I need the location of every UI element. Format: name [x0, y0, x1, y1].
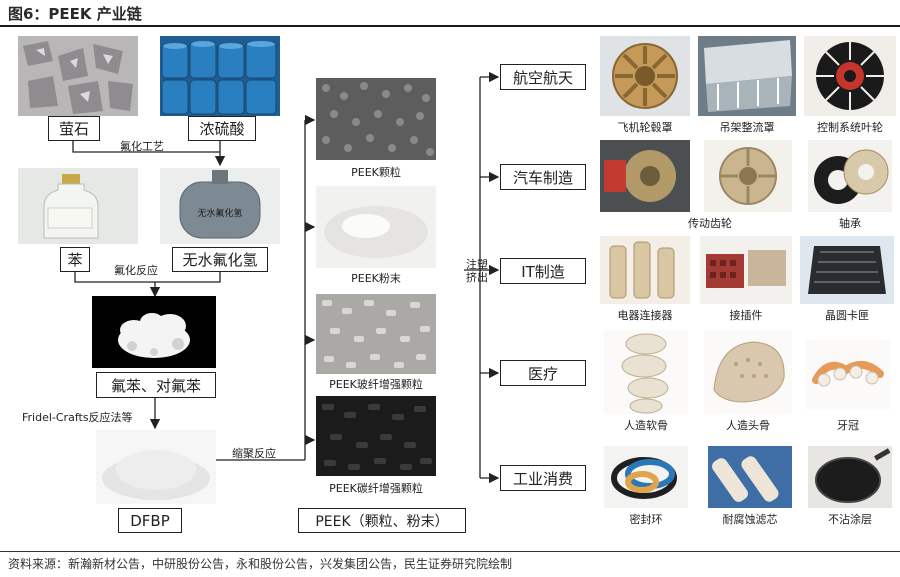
seal-rings-photo: [604, 446, 688, 508]
artificial-skull-photo: [704, 330, 792, 414]
sector-industrial: 工业消费: [500, 465, 586, 491]
drive-gear-photo: [704, 140, 792, 212]
cylinder-label: 无水氟化氢: [197, 207, 242, 219]
dfbp-powder-photo: [96, 430, 216, 504]
app-automotive-item-1: 传动齿轮: [660, 215, 760, 231]
footer-divider: [0, 551, 900, 552]
molding-extrusion-label: 注塑 挤出: [466, 258, 488, 284]
pylon-fairing-photo: [698, 36, 796, 116]
fluorination-process-label: 氟化工艺: [120, 138, 164, 154]
app-industrial-item-1: 密封环: [604, 511, 688, 527]
app-it-item-3: 晶圆卡匣: [800, 307, 894, 323]
app-aerospace-item-1: 飞机轮毂罩: [600, 119, 690, 135]
plug-connector-photo: [700, 236, 792, 304]
peek-granules-caption: PEEK颗粒: [316, 164, 436, 180]
sector-medical: 医疗: [500, 360, 586, 386]
transmission-photo: [600, 140, 690, 212]
app-industrial-item-3: 不沾涂层: [808, 511, 892, 527]
app-medical-item-3: 牙冠: [806, 417, 890, 433]
sector-automotive: 汽车制造: [500, 164, 586, 190]
app-automotive-item-3: 轴承: [808, 215, 892, 231]
peek-powder-caption: PEEK粉末: [316, 270, 436, 286]
sector-aerospace: 航空航天: [500, 64, 586, 90]
peek-granules-photo: [316, 78, 436, 160]
polycondensation-label: 缩聚反应: [232, 445, 276, 461]
artificial-cartilage-photo: [604, 330, 688, 414]
sulfuric-acid-box: 浓硫酸: [188, 116, 256, 141]
app-it-item-1: 电器连接器: [600, 307, 690, 323]
peek-carbon-fiber-photo: [316, 396, 436, 476]
electrical-connector-photo: [600, 236, 690, 304]
hf-cylinder-photo: 无水氟化氢: [160, 168, 280, 244]
app-aerospace-item-3: 控制系统叶轮: [804, 119, 896, 135]
dfbp-box: DFBP: [118, 508, 182, 533]
friedel-crafts-label: Fridel-Crafts反应法等: [22, 409, 133, 425]
app-medical-item-1: 人造软骨: [604, 417, 688, 433]
app-medical-item-2: 人造头骨: [704, 417, 792, 433]
sulfuric-acid-drums-photo: [160, 36, 280, 116]
peek-powder-photo: [316, 186, 436, 268]
app-it-item-2: 接插件: [700, 307, 792, 323]
dental-crown-photo: [806, 340, 890, 410]
wafer-cassette-photo: [800, 236, 894, 304]
peek-carbon-fiber-caption: PEEK碳纤增强颗粒: [316, 480, 436, 496]
fluorite-box: 萤石: [48, 116, 100, 141]
fluorobenzene-box: 氟苯、对氟苯: [96, 372, 216, 398]
hf-box: 无水氟化氢: [172, 247, 268, 272]
sector-it: IT制造: [500, 258, 586, 284]
fluorination-reaction-label: 氟化反应: [114, 262, 158, 278]
nonstick-pan-photo: [808, 446, 892, 508]
benzene-box: 苯: [60, 247, 90, 272]
filter-element-photo: [708, 446, 792, 508]
peek-glass-fiber-photo: [316, 294, 436, 374]
app-industrial-item-2: 耐腐蚀滤芯: [708, 511, 792, 527]
app-aerospace-item-2: 吊架整流罩: [698, 119, 796, 135]
benzene-bottle-photo: [18, 168, 138, 244]
aircraft-hub-cap-photo: [600, 36, 690, 116]
fluorobenzene-photo: [92, 296, 216, 368]
bearing-photo: [808, 140, 892, 212]
peek-glass-fiber-caption: PEEK玻纤增强颗粒: [316, 376, 436, 392]
source-note: 资料来源：新瀚新材公告，中研股份公告，永和股份公告，兴发集团公告，民生证券研究院…: [8, 555, 512, 572]
fluorite-photo: [18, 36, 138, 116]
peek-forms-box: PEEK（颗粒、粉末）: [298, 508, 466, 533]
control-impeller-photo: [804, 36, 896, 116]
